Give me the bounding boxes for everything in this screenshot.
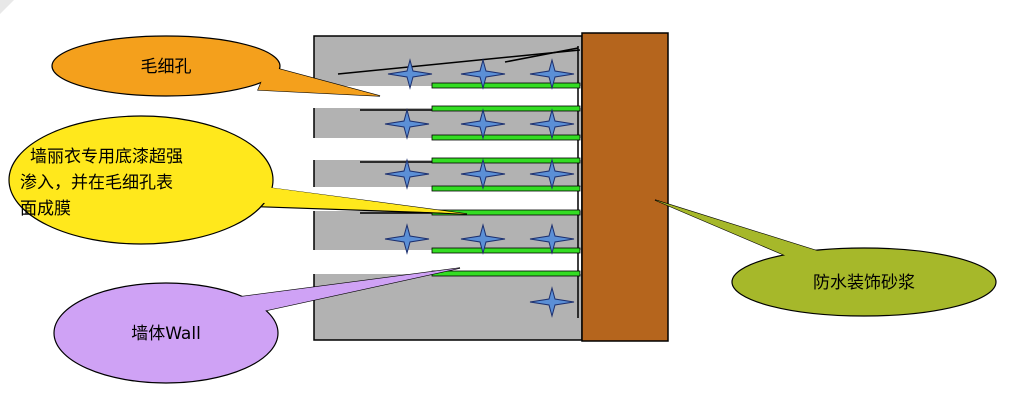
corner-mark [0,0,14,14]
label-capillary: 毛细孔 [141,57,192,77]
primer-film [431,105,581,112]
callout-capillary [51,35,281,97]
label-primer-line2: 渗入，并在毛细孔表 [20,173,173,193]
primer-film [431,185,581,192]
primer-films [431,82,581,277]
callout-wall [53,282,279,384]
primer-film [431,82,581,89]
primer-film [431,157,581,164]
callout-primer [8,115,274,245]
callout-mortar [731,247,997,317]
capillary-channel [313,86,581,108]
primer-film [431,247,581,254]
mortar-layer [581,32,669,342]
primer-film [431,270,581,277]
label-primer-line1: 墙丽衣专用底漆超强 [30,147,183,167]
label-wall: 墙体Wall [131,324,201,344]
label-mortar: 防水装饰砂浆 [813,273,915,293]
capillary-channel [313,138,581,160]
label-primer-line3: 面成膜 [20,199,71,219]
primer-film [431,134,581,141]
